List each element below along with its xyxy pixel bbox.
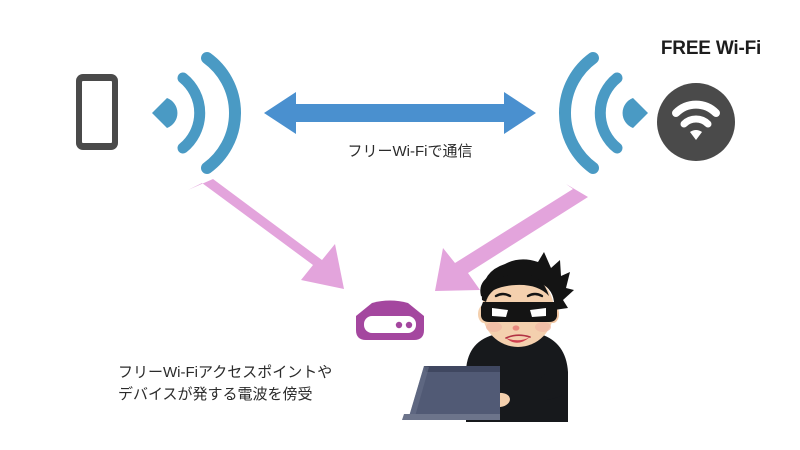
wifi-icon	[672, 100, 720, 140]
hacker-hair	[481, 252, 574, 310]
down-right-arrow-icon	[188, 179, 344, 289]
wifi-signal-waves-icon-right	[559, 52, 648, 174]
hacker-face	[482, 273, 554, 347]
free-wifi-hotspot-icon	[657, 83, 735, 161]
laptop-screen	[408, 366, 500, 420]
down-left-arrow-icon	[435, 184, 588, 291]
intercept-caption: フリーWi-Fiアクセスポイントや デバイスが発する電波を傍受	[118, 362, 388, 406]
hacker-eye-mask	[481, 302, 558, 322]
smartphone-screen	[82, 81, 112, 143]
smartphone-icon	[76, 74, 118, 150]
wifi-signal-waves-icon-left	[152, 52, 241, 174]
intercept-caption-line-1: フリーWi-Fiアクセスポイントや	[118, 364, 333, 381]
hacker-with-laptop-illustration	[402, 252, 574, 422]
router-icon	[356, 300, 424, 340]
hacker-body	[466, 334, 568, 418]
link-caption-label: フリーWi-Fiで通信	[347, 143, 473, 160]
double-headed-arrow-icon	[264, 92, 536, 134]
free-wifi-badge-label: FREE Wi-Fi	[660, 38, 762, 59]
intercept-caption-line-2: デバイスが発する電波を傍受	[118, 385, 313, 403]
